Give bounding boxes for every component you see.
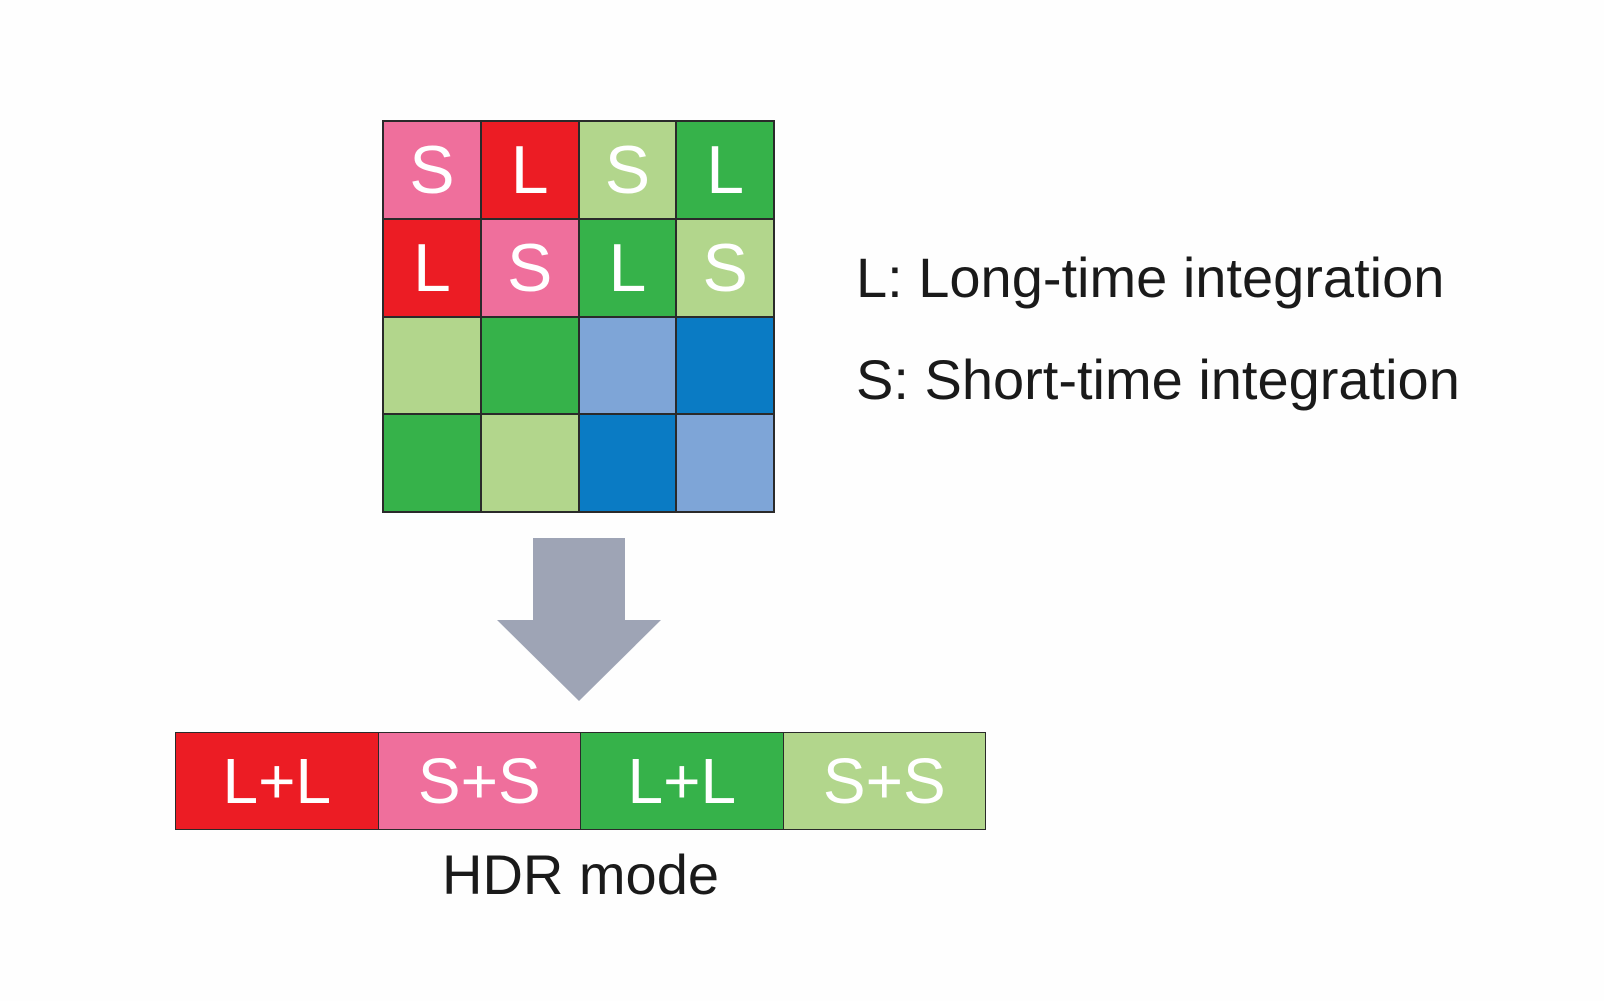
arrow-shape bbox=[497, 538, 661, 701]
grid-cell: L bbox=[676, 121, 774, 219]
hdr-cell: L+L bbox=[176, 733, 379, 829]
grid-cell bbox=[383, 414, 481, 512]
grid-cell bbox=[578, 316, 677, 415]
grid-cell bbox=[578, 414, 677, 512]
grid-cell bbox=[676, 414, 774, 512]
legend-short: S: Short-time integration bbox=[856, 348, 1460, 411]
grid-cell bbox=[676, 316, 774, 415]
hdr-cell: S+S bbox=[783, 733, 985, 829]
hdr-bar: L+L S+S L+L S+S bbox=[175, 732, 986, 830]
grid-cell: S bbox=[578, 121, 677, 219]
grid-cell bbox=[383, 316, 481, 415]
grid-cell bbox=[480, 316, 579, 415]
down-arrow-icon bbox=[497, 538, 661, 701]
grid-cell: L bbox=[383, 218, 481, 317]
pixel-grid: S L S L L S L S bbox=[382, 120, 775, 513]
hdr-cell: L+L bbox=[581, 733, 784, 829]
legend-long: L: Long-time integration bbox=[856, 246, 1445, 309]
grid-cell: L bbox=[480, 121, 579, 219]
grid-cell: S bbox=[383, 121, 481, 219]
grid-cell: L bbox=[578, 218, 677, 317]
grid-cell: S bbox=[676, 218, 774, 317]
grid-cell: S bbox=[480, 218, 579, 317]
grid-cell bbox=[480, 414, 579, 512]
hdr-cell: S+S bbox=[378, 733, 581, 829]
hdr-caption: HDR mode bbox=[442, 843, 719, 906]
